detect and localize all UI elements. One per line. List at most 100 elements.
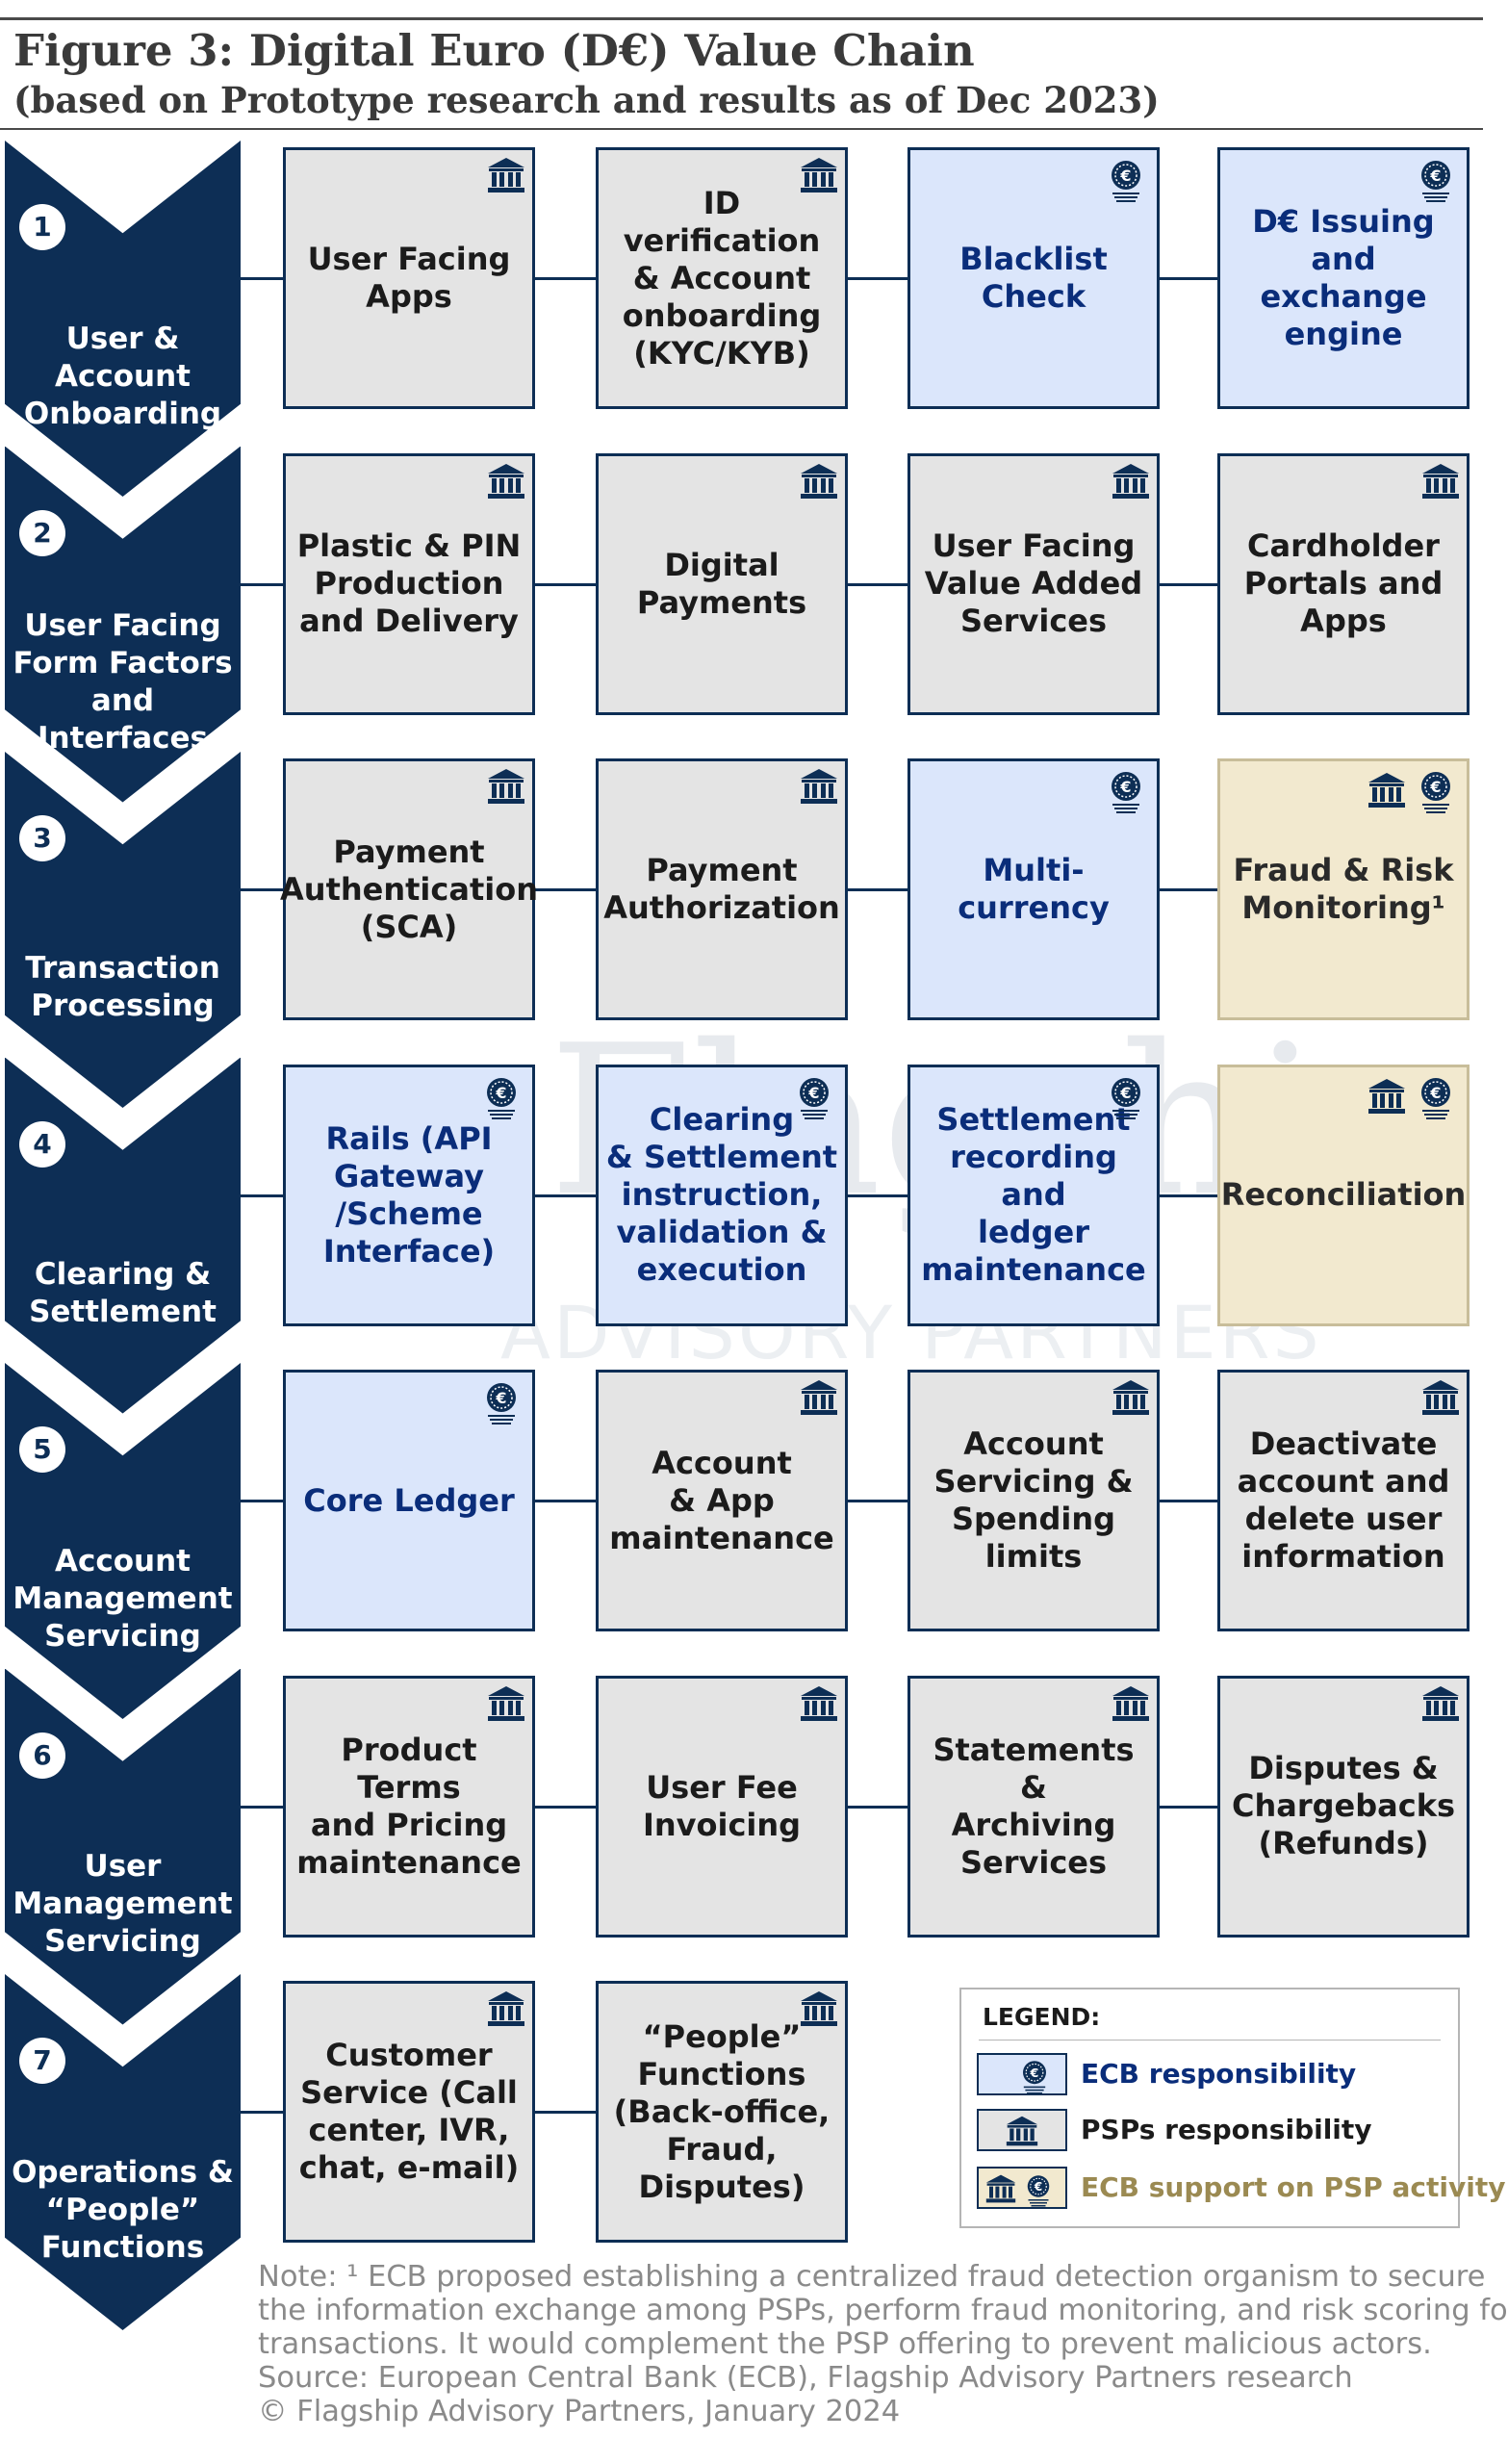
bank-building-icon (1367, 771, 1407, 809)
value-chain-box: € Rails (API Gateway /Scheme Interface) (283, 1064, 535, 1326)
stage-connector-line (239, 277, 1470, 280)
svg-text:€: € (1429, 778, 1441, 796)
box-label: Rails (API Gateway /Scheme Interface) (322, 1119, 496, 1270)
stage-number: 7 (19, 2038, 65, 2084)
value-chain-box: Payment Authorization (596, 758, 848, 1020)
svg-text:€: € (1119, 167, 1131, 185)
box-label: Payment Authentication (SCA) (280, 833, 538, 945)
legend-label-ecb: ECB responsibility (1081, 2058, 1357, 2090)
svg-text:€: € (495, 1084, 506, 1102)
box-label: Account Servicing & Spending limits (933, 1425, 1134, 1575)
value-chain-box: Disputes & Chargebacks (Refunds) (1217, 1675, 1470, 1938)
stage-chevron (5, 141, 241, 497)
stage-connector-line (239, 1500, 1470, 1502)
value-chain-box: Digital Payments (596, 452, 848, 715)
svg-text:€: € (1119, 778, 1131, 796)
value-chain-box: Customer Service (Call center, IVR, chat… (283, 1981, 535, 2243)
box-label: User Fee Invoicing (642, 1768, 802, 1843)
box-label: Account & App maintenance (609, 1444, 834, 1556)
stage-label: Clearing & Settlement (29, 1256, 217, 1329)
box-label: Settlement recording and ledger maintena… (921, 1101, 1146, 1288)
stage-label: User Management Servicing (13, 1849, 233, 1959)
stage-number: 5 (19, 1426, 65, 1473)
stage-chevron (5, 752, 241, 1108)
box-label: Reconciliation (1220, 1176, 1467, 1213)
value-chain-box: Product Terms and Pricing maintenance (283, 1675, 535, 1938)
legend-swatch-psp (977, 2109, 1067, 2151)
bank-building-icon (984, 2173, 1017, 2204)
value-chain-box: Deactivate account and delete user infor… (1217, 1370, 1470, 1631)
legend-label-both: ECB support on PSP activity (1081, 2171, 1506, 2203)
figure-title: Figure 3: Digital Euro (D€) Value Chain (13, 25, 975, 76)
stage-connector-line (239, 888, 1470, 891)
value-chain-box: €Blacklist Check (907, 147, 1160, 409)
ecb-euro-seal-icon: € (1101, 1073, 1151, 1123)
value-chain-box: User Facing Value Added Services (907, 452, 1160, 715)
stage-number: 3 (19, 815, 65, 861)
stage-chevron (5, 1363, 241, 1719)
stage-number: 1 (19, 204, 65, 250)
svg-text:€: € (1030, 2066, 1039, 2081)
box-label: Customer Service (Call center, IVR, chat… (298, 2037, 520, 2186)
legend-label-psp: PSPs responsibility (1081, 2114, 1372, 2145)
bank-building-icon (1111, 1684, 1151, 1723)
ecb-euro-seal-icon: € (1101, 156, 1151, 206)
bank-building-icon (799, 1378, 839, 1417)
bank-building-icon (486, 156, 526, 194)
box-label: Core Ledger (303, 1481, 515, 1519)
value-chain-box: €Clearing & Settlement instruction, vali… (596, 1064, 848, 1326)
value-chain-box: User Fee Invoicing (596, 1675, 848, 1938)
box-label: Clearing & Settlement instruction, valid… (605, 1101, 838, 1288)
stage-connector-line (239, 1805, 1470, 1809)
bank-building-icon (799, 1684, 839, 1723)
bank-building-icon (1420, 1684, 1461, 1723)
legend-swatch-ecb: € (977, 2053, 1067, 2095)
stage-label: User Facing Form Factors and Interfaces (13, 607, 233, 756)
value-chain-box: €Fraud & Risk Monitoring¹ (1217, 758, 1470, 1020)
ecb-euro-seal-icon: € (1020, 2172, 1058, 2210)
bank-building-icon (1367, 1077, 1407, 1116)
bank-building-icon (1420, 1378, 1461, 1417)
box-label: “People” Functions (Back-office, Fraud, … (613, 2017, 831, 2205)
stage-number: 4 (19, 1120, 65, 1168)
bank-building-icon (799, 1989, 839, 2028)
box-label: ID verification & Account onboarding (KY… (622, 184, 822, 372)
value-chain-box: Account Servicing & Spending limits (907, 1370, 1160, 1631)
bank-building-icon (1005, 2115, 1039, 2147)
ecb-euro-seal-icon: € (476, 1378, 526, 1428)
stage-number: 6 (19, 1732, 65, 1779)
ecb-euro-seal-icon: € (789, 1073, 839, 1123)
stage-chevron (5, 1974, 241, 2330)
ecb-euro-seal-icon: € (476, 1073, 526, 1123)
bank-building-icon (486, 1684, 526, 1723)
svg-text:€: € (1034, 2180, 1042, 2194)
value-chain-box: “People” Functions (Back-office, Fraud, … (596, 1981, 848, 2243)
svg-text:€: € (1429, 167, 1441, 185)
bank-building-icon (1420, 462, 1461, 500)
value-chain-box: Statements & Archiving Services (907, 1675, 1160, 1938)
value-chain-box: Cardholder Portals and Apps (1217, 452, 1470, 715)
ecb-euro-seal-icon: € (1411, 156, 1461, 206)
svg-text:€: € (1429, 1084, 1441, 1102)
stage-label: Transaction Processing (25, 951, 220, 1023)
ecb-euro-seal-icon: € (1014, 2057, 1055, 2097)
box-label: Product Terms and Pricing maintenance (296, 1731, 522, 1881)
box-label: Digital Payments (636, 546, 807, 621)
stage-number: 2 (19, 509, 65, 556)
top-rule (0, 17, 1483, 20)
box-label: Cardholder Portals and Apps (1243, 527, 1444, 639)
value-chain-box: Account & App maintenance (596, 1370, 848, 1631)
box-label: Deactivate account and delete user infor… (1237, 1425, 1450, 1575)
svg-text:€: € (495, 1389, 506, 1407)
value-chain-box: € Reconciliation (1217, 1064, 1470, 1326)
svg-text:€: € (1119, 1084, 1131, 1102)
ecb-euro-seal-icon: € (1411, 1073, 1461, 1123)
bank-building-icon (486, 767, 526, 806)
legend-swatch-both: € (977, 2167, 1067, 2209)
box-label: User Facing Value Added Services (924, 527, 1143, 639)
title-rule (0, 128, 1483, 130)
stage-connector-line (239, 2111, 848, 2114)
box-label: Statements & Archiving Services (933, 1731, 1135, 1881)
box-label: Payment Authorization (603, 852, 840, 926)
